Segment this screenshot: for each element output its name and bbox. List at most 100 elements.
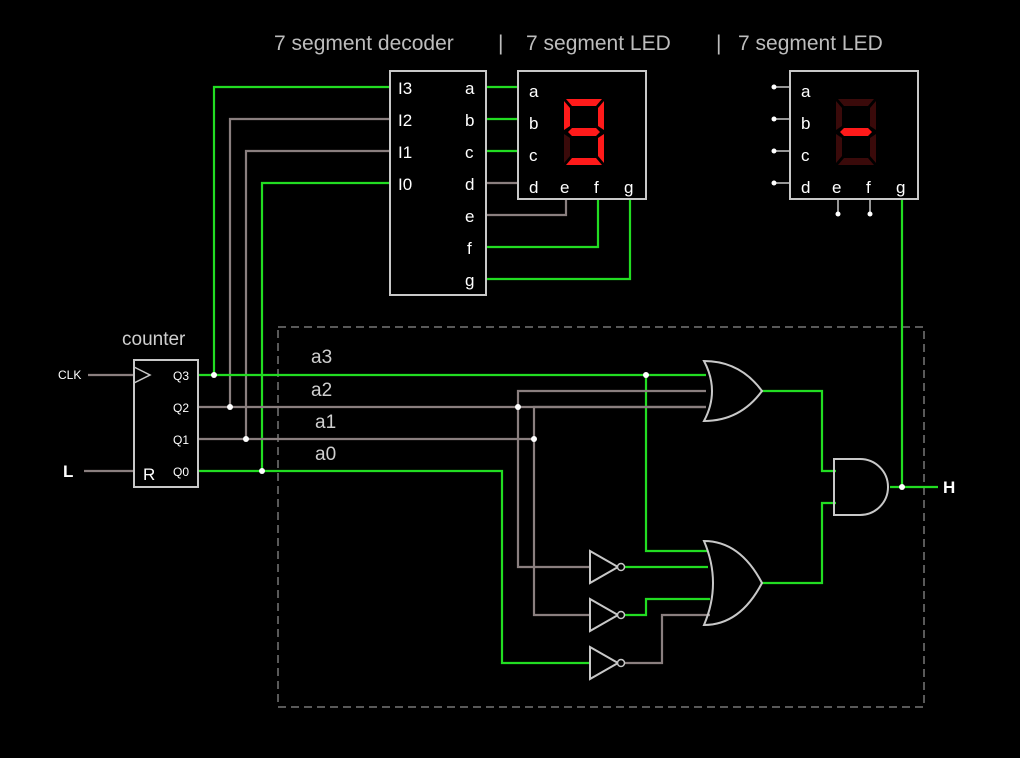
wire-q0-to-i0 [198,181,390,473]
led2-segment-f [836,101,842,130]
led1-segment-g [568,128,600,136]
title-separator-2: | [716,32,721,55]
or-gate-lower[interactable] [702,539,764,627]
junction-dot [259,468,265,474]
junction-dot [211,372,217,378]
decoder-input-i2: I2 [398,111,412,130]
wire-a3-branch [644,375,708,553]
led1-segment-f [564,101,570,130]
junction-dot [227,404,233,410]
led2-segment-c [870,134,876,163]
led1-segment-c [598,134,604,163]
wire-a0 [262,469,590,665]
and-gate[interactable] [833,458,889,516]
junction-dot [531,436,537,442]
decoder-output-f: f [467,239,472,258]
decoder-block[interactable] [389,70,487,296]
led1-pin-c: c [529,146,538,165]
led1-pin-g: g [624,178,633,197]
led1-title: 7 segment LED [526,32,671,55]
led2-pin-a: a [801,82,811,101]
wire-g [486,198,632,281]
led2-digit-display [836,99,876,165]
led2-pin-e: e [832,178,841,197]
led1-segment-d [566,158,602,165]
wire-a1-to-not [532,439,590,617]
led1-digit-display [564,99,604,165]
led2-segment-a [838,99,874,106]
not-gate-2[interactable] [589,597,626,633]
led1-segment-b [598,101,604,130]
title-separator-1: | [498,32,503,55]
wire-e [486,198,568,217]
wire-f [486,198,600,249]
led2-pin-g: g [896,178,905,197]
led2-segment-b [870,101,876,130]
wire-a2-to-not [516,407,590,569]
wire-not3-out [624,613,710,665]
pin-endpoint-dot [771,84,777,90]
pin-endpoint-dot [835,211,841,217]
counter-title: counter [122,329,186,350]
decoder-output-d: d [465,175,474,194]
led2-pin-c: c [801,146,810,165]
decoder-input-i3: I3 [398,79,412,98]
counter-q0: Q0 [173,465,189,479]
led1-block [517,70,647,200]
junction-dot [515,404,521,410]
clk-label: CLK [58,368,81,382]
led1-pin-b: b [529,114,538,133]
pin-endpoint-dot [771,180,777,186]
counter-reset-pin: R [143,465,155,484]
decoder-output-a: a [465,79,475,98]
wire-a2-upper [516,389,706,407]
wire-q2-to-i2 [198,117,390,409]
led1-pin-e: e [560,178,569,197]
decoder-input-i1: I1 [398,143,412,162]
led2-title: 7 segment LED [738,32,883,55]
led2-pin-d: d [801,178,810,197]
decoder-input-i0: I0 [398,175,412,194]
signal-label-a2: a2 [311,380,332,401]
pin-endpoint-dot [867,211,873,217]
led2-segment-e [836,134,842,163]
counter-block[interactable] [133,359,199,488]
led2-pin-stubs [774,86,871,214]
not-gate-1[interactable] [589,549,626,585]
signal-label-a1: a1 [315,412,336,433]
wire-not2-out [624,597,710,617]
decoder-output-e: e [465,207,474,226]
led2-segment-d [838,158,874,165]
led1-pin-d: d [529,178,538,197]
reset-input-label[interactable]: L [63,462,73,481]
led2-segment-g [840,128,872,136]
pin-endpoint-dot [771,148,777,154]
counter-q3: Q3 [173,369,189,383]
wire-or1-out [762,389,836,473]
led2-pin-b: b [801,114,810,133]
led1-segment-a [566,99,602,106]
clock-triangle-icon [133,366,152,384]
led2-pin-f: f [866,178,871,197]
junction-dot [643,372,649,378]
decoder-output-g: g [465,271,474,290]
led1-pin-f: f [594,178,599,197]
led2-block [789,70,919,200]
junction-dot [899,484,905,490]
decoder-title: 7 segment decoder [274,32,454,55]
led1-pin-a: a [529,82,539,101]
pin-endpoint-dot [771,116,777,122]
wire-q1-to-i1 [198,149,390,441]
junction-dot [243,436,249,442]
or-gate-upper[interactable] [702,359,764,423]
led1-segment-e [564,134,570,163]
decoder-output-c: c [465,143,474,162]
signal-label-a3: a3 [311,347,332,368]
decoder-output-b: b [465,111,474,130]
not-gate-3[interactable] [589,645,626,681]
output-h-label: H [943,478,955,497]
counter-q1: Q1 [173,433,189,447]
wire-q3-to-i3 [198,85,390,377]
